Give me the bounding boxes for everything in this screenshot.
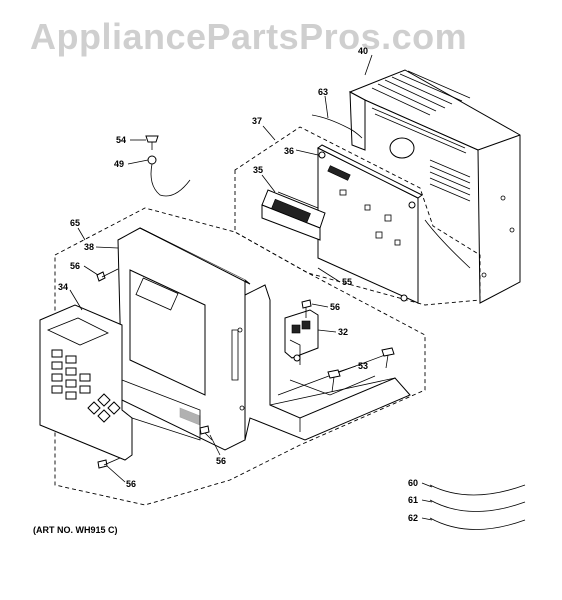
part-35-display: [261, 189, 326, 241]
callout-56-c: 56: [216, 456, 226, 466]
callout-34: 34: [58, 282, 68, 292]
callout-56-d: 56: [126, 479, 136, 489]
callout-37: 37: [252, 116, 262, 126]
callout-53: 53: [358, 361, 368, 371]
callout-61: 61: [408, 495, 418, 505]
part-61-wire: [429, 499, 526, 512]
callout-56-a: 56: [70, 261, 80, 271]
part-60-wire: [429, 484, 526, 496]
part-56-screws: [96, 268, 312, 469]
callout-38: 38: [84, 242, 94, 252]
callout-49: 49: [114, 159, 124, 169]
callout-60: 60: [408, 478, 418, 488]
part-54-screw: [145, 135, 159, 150]
part-38-panel-frame: [117, 227, 251, 451]
group-outline-65: [54, 207, 426, 506]
chassis-base: [244, 284, 411, 441]
part-36-control-board: [317, 144, 423, 304]
part-62-wire: [429, 517, 526, 530]
part-32-relay-bracket: [284, 309, 319, 365]
callout-32: 32: [338, 327, 348, 337]
callout-40: 40: [358, 46, 368, 56]
callout-65: 65: [70, 218, 80, 228]
part-53-screws: [327, 347, 395, 393]
leader-lines: [69, 54, 433, 521]
callout-35: 35: [253, 165, 263, 175]
callout-63: 63: [318, 87, 328, 97]
part-63-wire: [311, 114, 363, 139]
callout-55: 55: [342, 277, 352, 287]
watermark-logo: AppliancePartsPros.com: [30, 16, 468, 57]
part-49-ground-wire: [147, 155, 191, 197]
callout-54: 54: [116, 135, 126, 145]
art-number-label: (ART NO. WH915 C): [33, 525, 118, 535]
group-outline-37: [234, 126, 481, 306]
callout-36: 36: [284, 146, 294, 156]
part-34-keypad: [39, 304, 201, 461]
callout-62: 62: [408, 513, 418, 523]
callout-56-b: 56: [330, 302, 340, 312]
part-40-housing: [348, 69, 521, 304]
